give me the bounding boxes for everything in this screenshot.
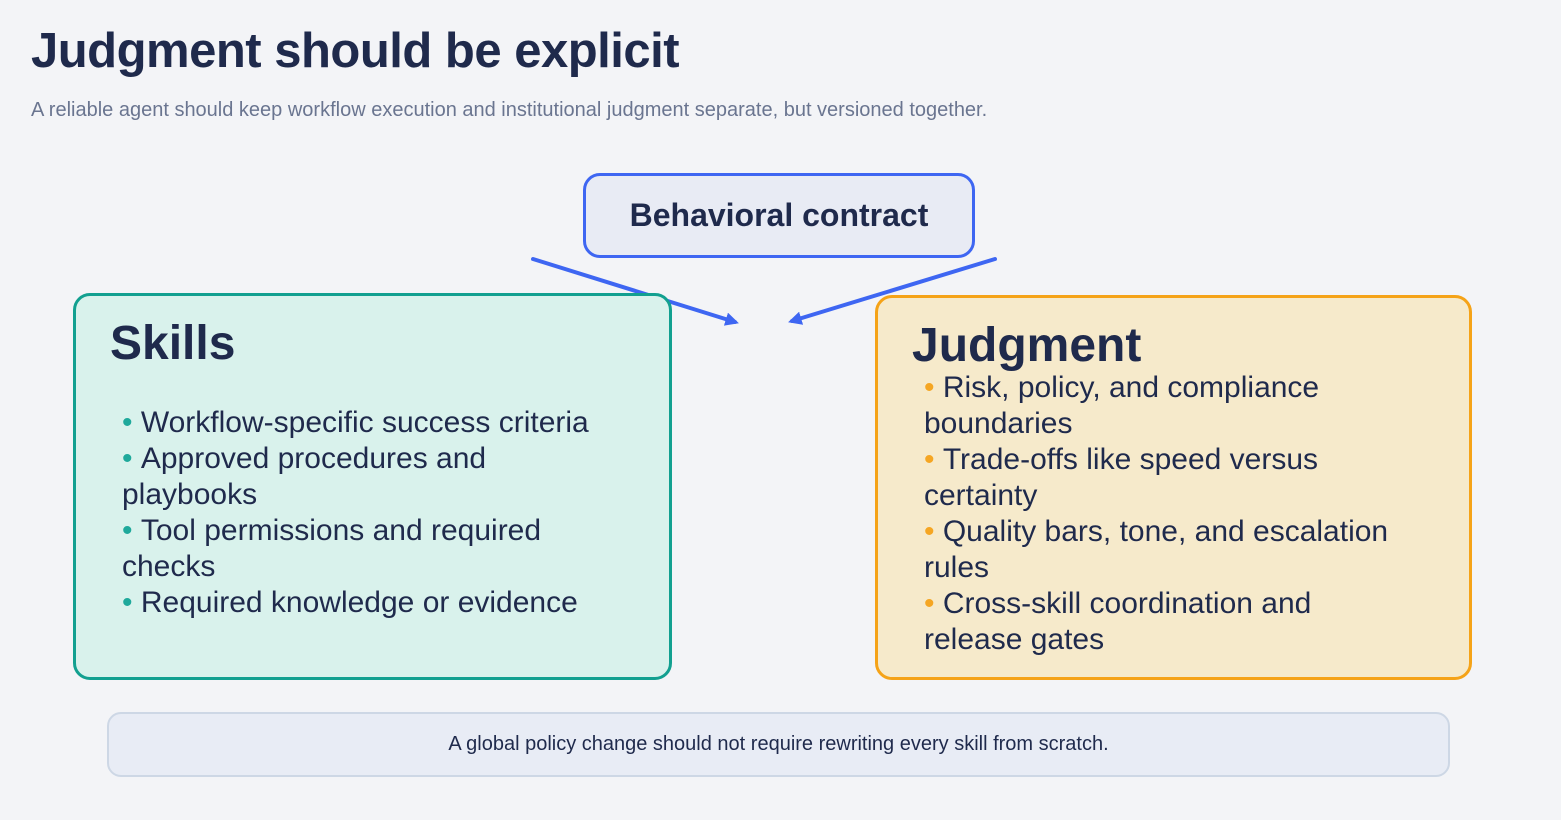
- skills-card-title: Skills: [110, 317, 236, 370]
- judgment-card: Judgment Risk, policy, and compliance bo…: [875, 295, 1472, 680]
- judgment-card-title: Judgment: [912, 319, 1142, 372]
- skills-list-item: Required knowledge or evidence: [122, 585, 609, 621]
- judgment-list-item: Quality bars, tone, and escalation rules: [924, 514, 1409, 586]
- page-subtitle: A reliable agent should keep workflow ex…: [31, 99, 988, 121]
- skills-list-item: Approved procedures and playbooks: [122, 441, 609, 513]
- footer-note: A global policy change should not requir…: [107, 712, 1450, 777]
- behavioral-contract-node: Behavioral contract: [583, 173, 975, 258]
- judgment-list-item: Cross-skill coordination and release gat…: [924, 586, 1409, 658]
- judgment-list: Risk, policy, and compliance boundariesT…: [912, 370, 1435, 658]
- page-title: Judgment should be explicit: [31, 24, 680, 78]
- skills-list-item: Workflow-specific success criteria: [122, 405, 609, 441]
- skills-list: Workflow-specific success criteriaApprov…: [110, 371, 635, 655]
- footer-note-text: A global policy change should not requir…: [448, 733, 1109, 755]
- judgment-list-item: Risk, policy, and compliance boundaries: [924, 370, 1409, 442]
- behavioral-contract-label: Behavioral contract: [629, 197, 929, 233]
- skills-card: Skills Workflow-specific success criteri…: [73, 293, 672, 680]
- skills-list-item: Tool permissions and required checks: [122, 513, 609, 585]
- judgment-list-item: Trade-offs like speed versus certainty: [924, 442, 1409, 514]
